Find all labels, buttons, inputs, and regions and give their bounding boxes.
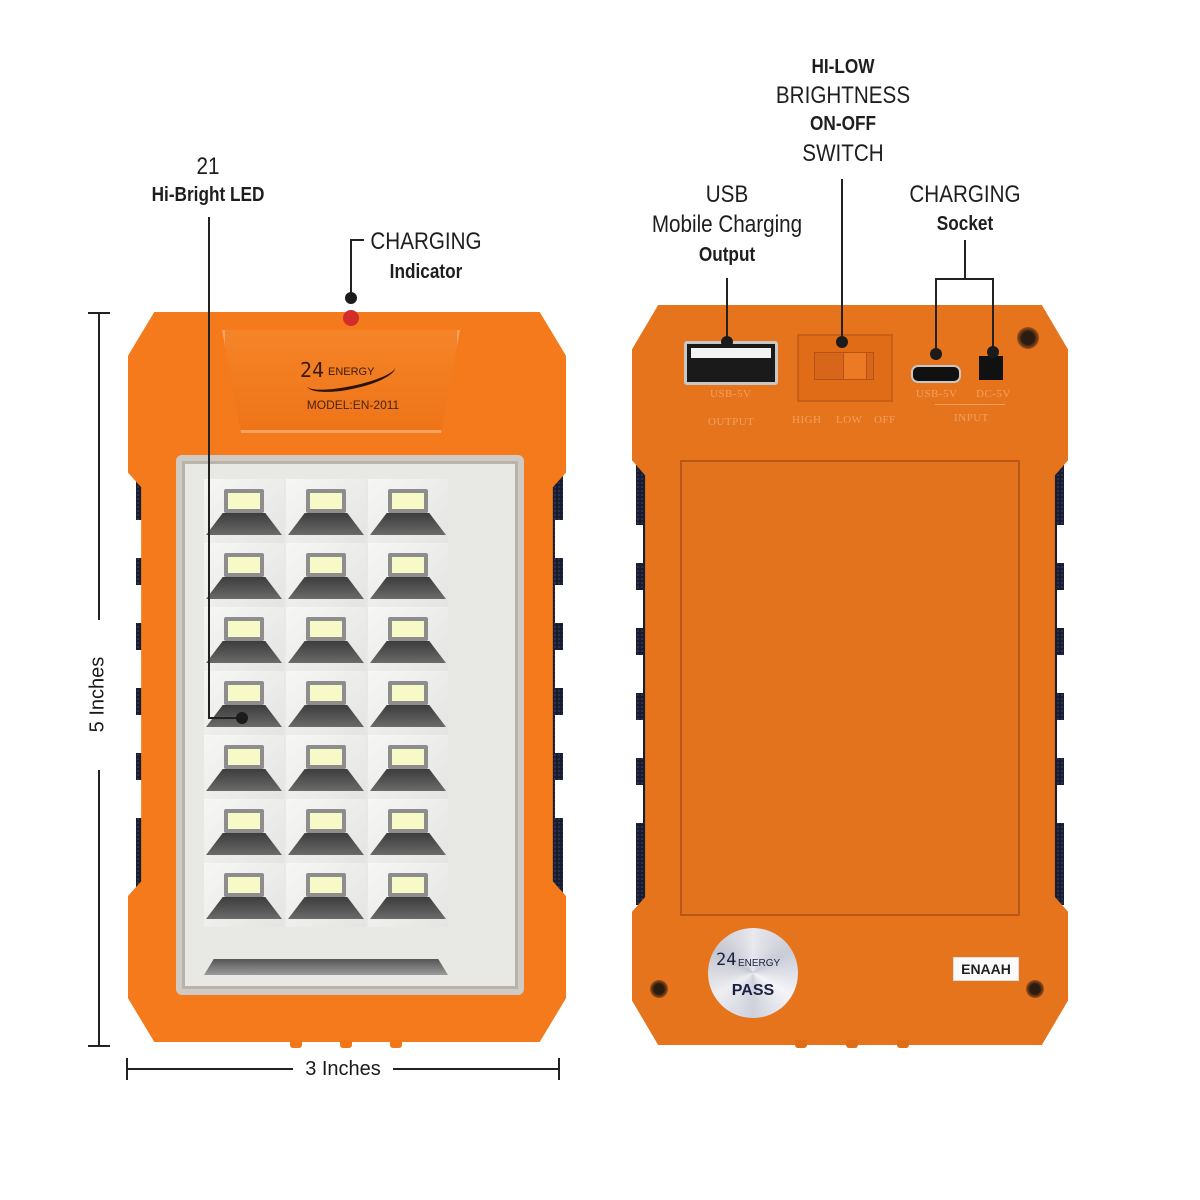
led-12 — [368, 671, 448, 735]
switch-low-label: LOW — [836, 414, 863, 426]
led-18 — [368, 799, 448, 863]
led-1 — [204, 479, 284, 543]
led-8 — [286, 607, 366, 671]
switch-line1: HI-LOW — [811, 56, 875, 78]
dc-input-socket[interactable] — [979, 356, 1003, 380]
led-10 — [204, 671, 284, 735]
product-code-label: ENAAH — [953, 957, 1019, 981]
width-dimension-label: 3 Inches — [293, 1058, 393, 1081]
led-15 — [368, 735, 448, 799]
usb-output-marking: OUTPUT — [708, 416, 755, 428]
front-brand-logo: 24 ENERGY — [298, 354, 408, 399]
charging-indicator-line2: Indicator — [389, 261, 463, 283]
switch-line4: SWITCH — [802, 140, 884, 167]
led-14 — [286, 735, 366, 799]
charging-indicator-led — [343, 310, 359, 326]
led-13 — [204, 735, 284, 799]
model-number: MODEL:EN-2011 — [306, 398, 400, 412]
back-panel — [680, 460, 1020, 916]
reflector-strip — [204, 959, 448, 975]
usb-output-port[interactable] — [684, 341, 778, 385]
led-6 — [368, 543, 448, 607]
led-9 — [368, 607, 448, 671]
brand-name: ENERGY — [328, 366, 375, 378]
socket-line1: CHARGING — [909, 181, 1021, 208]
switch-line2: BRIGHTNESS — [775, 82, 911, 109]
led-11 — [286, 671, 366, 735]
screw-hole-left — [650, 980, 668, 998]
socket-line2: Socket — [936, 213, 994, 235]
led-17 — [286, 799, 366, 863]
led-2 — [286, 479, 366, 543]
usb-line1: USB — [705, 181, 749, 208]
brand-number: 24 — [300, 358, 325, 382]
pass-sticker: 24 ENERGY PASS — [708, 928, 798, 1018]
usb-line2: Mobile Charging — [651, 211, 803, 238]
led-7 — [204, 607, 284, 671]
led-3 — [368, 479, 448, 543]
led-5 — [286, 543, 366, 607]
usb-line3: Output — [698, 244, 756, 266]
screw-hole-right — [1026, 980, 1044, 998]
led-4 — [204, 543, 284, 607]
led-21 — [368, 863, 448, 927]
switch-line3: ON-OFF — [810, 113, 876, 135]
led-16 — [204, 799, 284, 863]
lanyard-hole — [1017, 327, 1039, 349]
led-20 — [286, 863, 366, 927]
led-count: 21 — [196, 153, 220, 180]
led-19 — [204, 863, 284, 927]
led-grid — [204, 479, 448, 927]
led-label: Hi-Bright LED — [151, 184, 265, 206]
led-panel — [176, 455, 524, 995]
switch-off-label: OFF — [874, 414, 896, 426]
height-dimension-label: 5 Inches — [86, 656, 109, 733]
sticker-brand-number: 24 — [716, 950, 737, 970]
input-marking: INPUT — [954, 412, 989, 424]
dc-marking: DC-5V — [976, 388, 1011, 400]
micro-usb-marking: USB-5V — [916, 388, 958, 400]
brightness-switch[interactable] — [843, 352, 867, 380]
charging-indicator-line1: CHARGING — [370, 228, 482, 255]
sticker-brand-name: ENERGY — [738, 958, 781, 969]
usb-marking: USB-5V — [710, 388, 752, 400]
switch-high-label: HIGH — [792, 414, 822, 426]
sticker-pass-text: PASS — [731, 982, 775, 999]
micro-usb-input-port[interactable] — [911, 365, 961, 383]
